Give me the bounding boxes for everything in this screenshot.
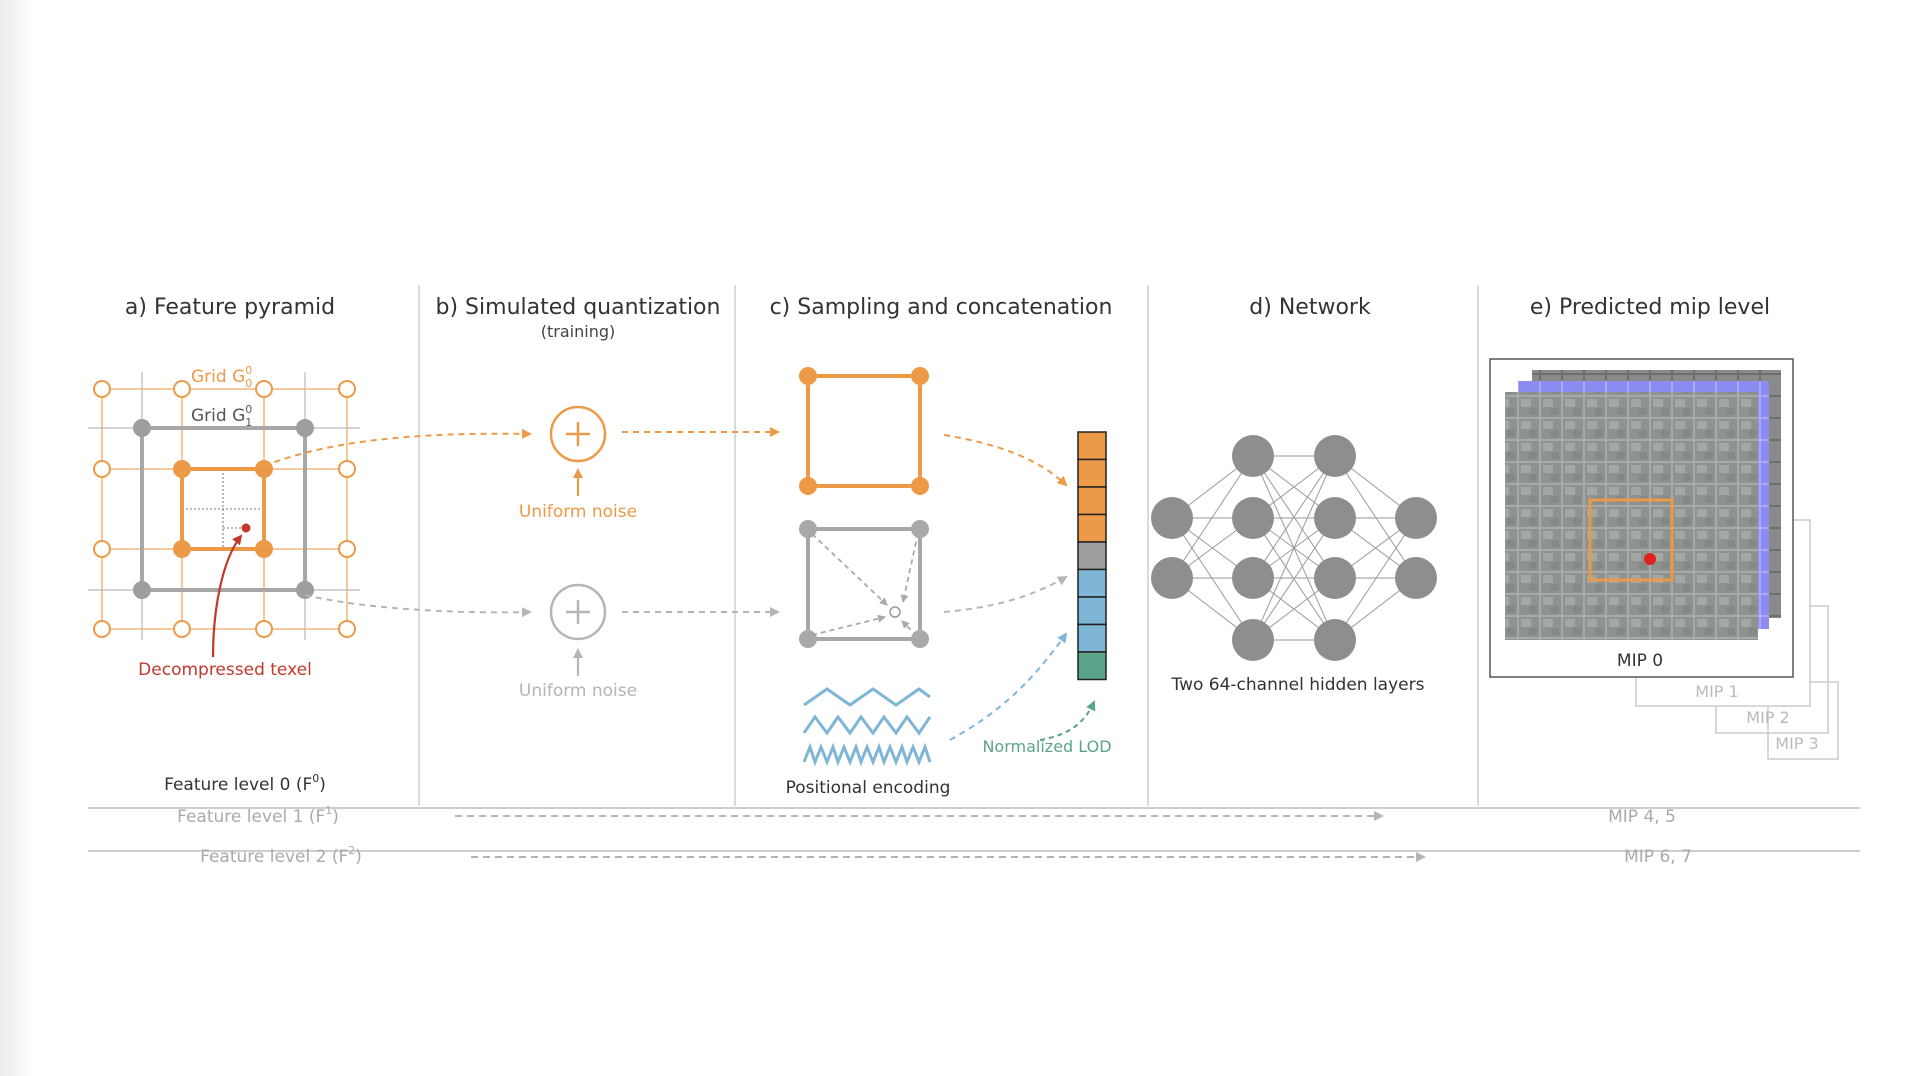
feature-vector-cell-blue <box>1077 596 1107 626</box>
network-edges <box>1171 455 1417 641</box>
texture-layer-albedo <box>1505 392 1758 640</box>
feature-vector <box>1077 431 1107 681</box>
feature-vector-cell-blue <box>1077 568 1107 598</box>
uniform-noise-gray: Uniform noise <box>519 681 637 701</box>
feature-vector-cell-orange <box>1077 431 1107 461</box>
network-edge <box>1252 455 1336 641</box>
arrow-gray-to-vector <box>943 575 1068 613</box>
network-edge <box>1252 455 1336 579</box>
panel-d-title: d) Network <box>1249 295 1371 320</box>
network-node-hidden-1 <box>1232 497 1274 539</box>
mip-0-label: MIP 0 <box>1617 651 1663 671</box>
normalized-lod-label: Normalized LOD <box>982 737 1111 756</box>
grid-g0-nodes <box>93 380 356 638</box>
feature-level-0-label: Feature level 0 (F0) <box>164 772 326 795</box>
quantize-gray <box>549 583 607 676</box>
feature-level-2-label: Feature level 2 (F2) <box>200 844 362 867</box>
mip-3-label: MIP 3 <box>1775 734 1818 753</box>
grid-g1-cell <box>140 426 307 592</box>
panel-b-title: b) Simulated quantization <box>436 295 721 320</box>
column-separators <box>418 285 1479 806</box>
network-node-hidden-2 <box>1314 497 1356 539</box>
level-2-mips: MIP 6, 7 <box>1624 847 1692 867</box>
row-separators <box>88 807 1860 852</box>
uniform-noise-orange: Uniform noise <box>519 502 637 522</box>
feature-vector-cell-green <box>1077 651 1107 681</box>
network-edge <box>1171 455 1254 579</box>
arrow-gray-to-quantize <box>304 594 532 618</box>
feature-level-1-label: Feature level 1 (F1) <box>177 804 339 827</box>
network-edge <box>1171 517 1254 641</box>
grid-g1-nodes <box>133 419 314 599</box>
panel-e-title: e) Predicted mip level <box>1530 295 1770 320</box>
sampled-gray-square <box>799 520 929 648</box>
network-edge <box>1252 517 1336 641</box>
arrow-blue-to-vector <box>949 632 1068 741</box>
mip-highlight-square <box>1588 498 1674 582</box>
network-node-output <box>1395 497 1437 539</box>
level-1-mips: MIP 4, 5 <box>1608 807 1676 827</box>
feature-vector-cell-orange <box>1077 486 1107 516</box>
decompressed-texel-label: Decompressed texel <box>138 660 312 680</box>
network-node-output <box>1395 557 1437 599</box>
decompressed-texel-dot <box>241 523 251 533</box>
feature-grid <box>88 372 360 658</box>
network-edge <box>1334 455 1417 579</box>
arrow-orange-to-quantize <box>263 428 532 467</box>
predicted-texel-dot <box>1644 553 1656 565</box>
network-node-hidden-2 <box>1314 619 1356 661</box>
quantize-orange <box>549 405 607 496</box>
mip-1-label: MIP 1 <box>1695 682 1738 701</box>
network-node-hidden-1 <box>1232 435 1274 477</box>
panel-a-title: a) Feature pyramid <box>125 295 335 320</box>
arrow-green-to-vector <box>1039 700 1096 741</box>
positional-encoding-waves <box>802 687 932 767</box>
mip-2-label: MIP 2 <box>1746 708 1789 727</box>
sample-corner-nodes <box>173 460 273 558</box>
feature-vector-cell-gray <box>1077 541 1107 571</box>
network-edge <box>1334 517 1417 641</box>
positional-encoding-label: Positional encoding <box>786 778 951 798</box>
hidden-layers-label: Two 64-channel hidden layers <box>1171 675 1425 695</box>
mip-stack <box>1489 358 1839 760</box>
grid-g0-cell <box>180 467 266 551</box>
network-node-hidden-2 <box>1314 557 1356 599</box>
network-node-hidden-1 <box>1232 557 1274 599</box>
texel-pointer-arrow <box>211 534 243 658</box>
feature-vector-cell-blue <box>1077 623 1107 653</box>
panel-b-subtitle: (training) <box>541 322 615 341</box>
feature-vector-cell-orange <box>1077 513 1107 543</box>
feature-vector-cell-orange <box>1077 458 1107 488</box>
left-edge-shade <box>0 0 34 1076</box>
network-node-input <box>1151 557 1193 599</box>
network-node-hidden-1 <box>1232 619 1274 661</box>
network-node-input <box>1151 497 1193 539</box>
sampled-orange-square <box>799 367 929 495</box>
network-node-hidden-2 <box>1314 435 1356 477</box>
arrow-orange-to-vector <box>943 434 1068 487</box>
network-nodes <box>1151 435 1437 661</box>
panel-c-title: c) Sampling and concatenation <box>770 295 1113 320</box>
